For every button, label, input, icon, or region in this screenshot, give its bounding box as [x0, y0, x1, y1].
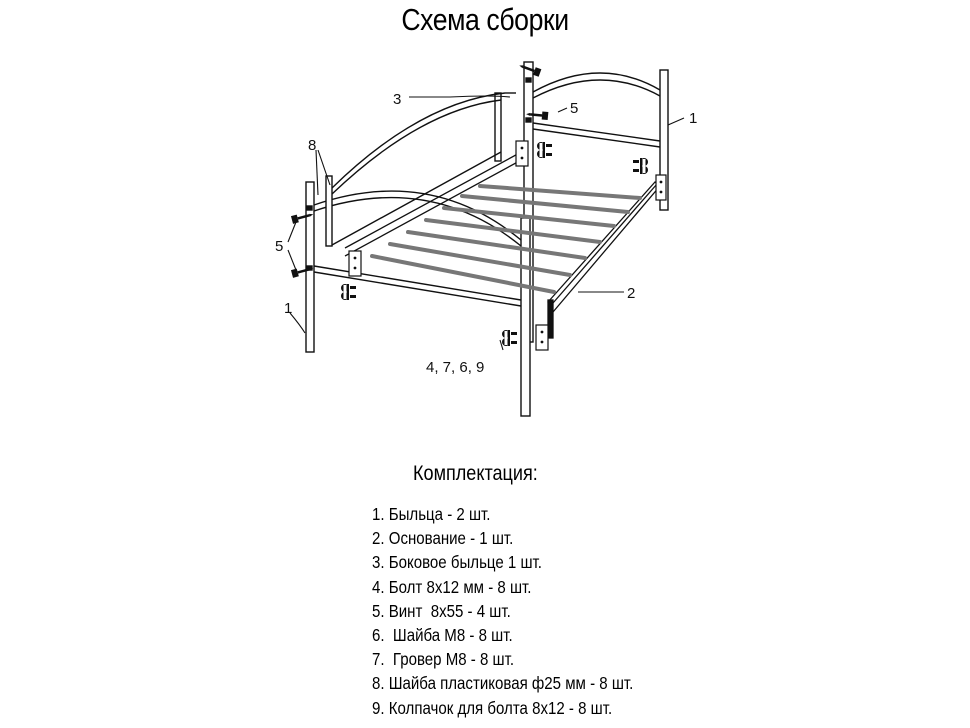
assembly-diagram: 1 1 2 3 5 5 8 4, 7, 6, 9: [275, 60, 697, 417]
parts-list-item: 1. Быльца - 2 шт.: [372, 504, 491, 524]
parts-list-item: 5. Винт 8х55 - 4 шт.: [372, 600, 511, 621]
parts-list-item: 6. Шайба М8 - 8 шт.: [372, 625, 513, 646]
callout-8: 8: [308, 137, 316, 154]
callout-3: 3: [393, 91, 401, 108]
bolt-set-front-left: [341, 284, 356, 300]
callout-5-right: 5: [570, 100, 578, 117]
parts-heading: Комплектация:: [413, 462, 538, 485]
callout-1-right: 1: [689, 110, 697, 127]
bolt-set-back-right: [633, 158, 648, 174]
bolt-set-front-right: [502, 330, 517, 346]
connection-plates: [348, 140, 667, 351]
parts-list-item: 3. Боковое быльце 1 шт.: [372, 552, 542, 573]
leader-lines: [287, 95, 685, 351]
base-slats: [370, 184, 642, 294]
callout-5-left: 5: [275, 238, 283, 255]
parts-list-item: 2. Основание - 1 шт.: [372, 528, 514, 549]
parts-list-item: 4. Болт 8х12 мм - 8 шт.: [372, 576, 532, 597]
page-title: Схема сборки: [401, 2, 569, 37]
parts-list-item: 8. Шайба пластиковая ф25 мм - 8 шт.: [372, 673, 634, 694]
bolt-set-back-left: [537, 142, 552, 158]
foot-frame: [305, 181, 531, 417]
callout-2: 2: [627, 285, 635, 302]
parts-list: 1. Быльца - 2 шт. 2. Основание - 1 шт. 3…: [372, 502, 633, 720]
callout-1-left: 1: [284, 300, 292, 317]
callout-4-7-6-9: 4, 7, 6, 9: [426, 359, 484, 376]
parts-list-item: 9. Колпачок для болта 8х12 - 8 шт.: [372, 697, 613, 718]
parts-list-item: 7. Гровер М8 - 8 шт.: [372, 649, 515, 670]
